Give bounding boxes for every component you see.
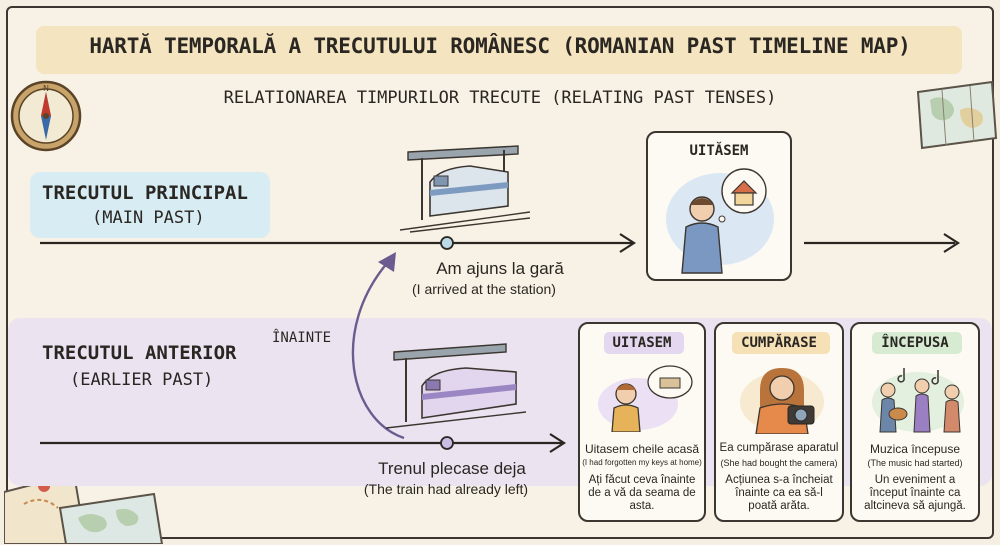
main-event-text: Am ajuns la gară <box>400 259 600 279</box>
music-note-icon <box>864 360 972 434</box>
forgetful-person-icon <box>662 163 780 275</box>
top-event-card: UITĂSEM <box>646 131 792 281</box>
train-icon <box>400 142 530 234</box>
card-2-title: CUMPĂRASE <box>716 335 842 351</box>
example-card-2: CUMPĂRASE Ea cumpărase aparatul (She had… <box>714 322 844 522</box>
card-2-explanation: Acțiunea s-a încheiat înainte ca ea să-l… <box>724 474 834 513</box>
camera-icon <box>730 360 834 434</box>
card-2-translation: (She had bought the camera) <box>716 458 842 468</box>
forgot-keys-icon <box>592 360 696 432</box>
card-3-explanation: Un eveniment a început înainte ca altcin… <box>860 474 970 513</box>
top-card-title: UITĂSEM <box>648 143 790 159</box>
card-3-title: ÎNCEPUSA <box>852 335 978 351</box>
card-1-translation: (I had forgotten my keys at home) <box>580 458 704 467</box>
example-card-3: ÎNCEPUSA Muzica începuse (The music had … <box>850 322 980 522</box>
card-3-translation: (The music had started) <box>852 458 978 468</box>
train-icon <box>386 342 526 430</box>
card-1-title: UITASEM <box>580 335 704 351</box>
card-1-explanation: Ați făcut ceva înainte de a vă da seama … <box>588 474 696 513</box>
earlier-event-translation: (The train had already left) <box>346 481 546 497</box>
example-card-1: UITASEM Uitasem cheile acasă (I had forg… <box>578 322 706 522</box>
main-event-translation: (I arrived at the station) <box>384 281 584 297</box>
card-2-sentence: Ea cumpărase aparatul <box>716 442 842 454</box>
card-1-sentence: Uitasem cheile acasă <box>580 442 704 456</box>
earlier-event-text: Trenul plecase deja <box>362 459 542 479</box>
card-3-sentence: Muzica începuse <box>852 442 978 456</box>
before-arrow-label: ÎNAINTE <box>272 330 331 346</box>
